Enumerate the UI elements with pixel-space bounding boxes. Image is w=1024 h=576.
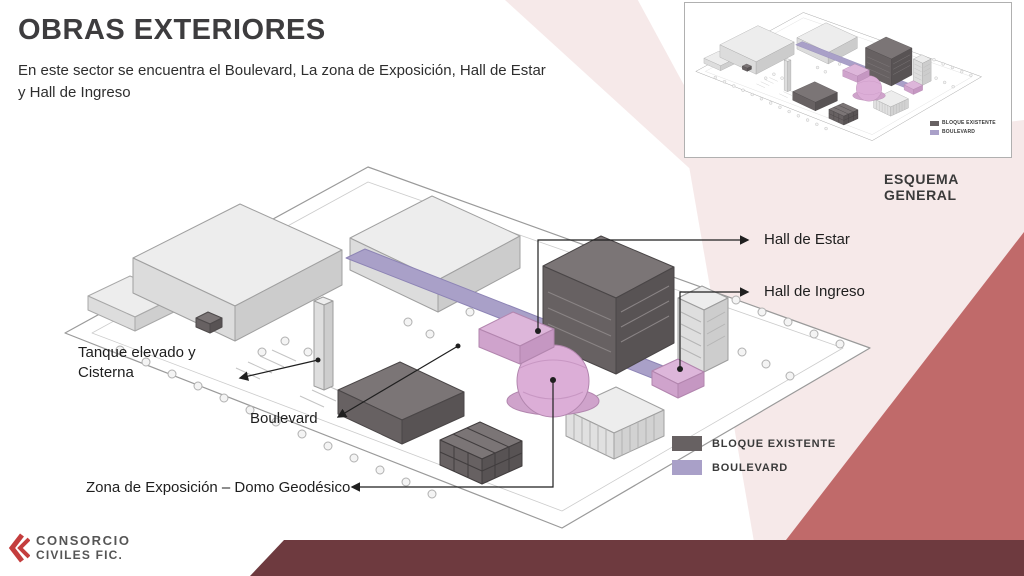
small-dark-block: [195, 311, 223, 334]
logo-line1: CONSORCIO: [36, 533, 131, 549]
leader-tanque: [238, 359, 319, 381]
inset-legend: BLOQUE EXISTENTE BOULEVARD: [930, 120, 996, 135]
water-tower: [313, 296, 334, 391]
trees: [115, 295, 845, 499]
site-plan: [64, 166, 871, 529]
hall-estar-block: [478, 311, 555, 365]
inset-legend-row: BOULEVARD: [930, 129, 996, 135]
leader-boulevard: [336, 345, 459, 418]
existing-block-swatch: [672, 436, 702, 451]
logo-line2: CIVILES FIC.: [36, 547, 124, 562]
leader-hall-ingreso: [679, 287, 750, 369]
legend-label-existing: BLOQUE EXISTENTE: [712, 437, 837, 450]
label-hall-de-estar: Hall de Estar: [764, 231, 850, 248]
label-hall-de-ingreso: Hall de Ingreso: [764, 283, 865, 300]
diagram-legend: BLOQUE EXISTENTE BOULEVARD: [672, 436, 836, 475]
page-subtitle: En este sector se encuentra el Boulevard…: [18, 62, 546, 101]
cube-cluster: [439, 421, 523, 485]
label-boulevard: Boulevard: [250, 410, 318, 427]
inset-caption: ESQUEMA GENERAL: [884, 171, 959, 203]
leader-lines: [238, 235, 750, 492]
legend-label-boulevard: BOULEVARD: [712, 461, 789, 474]
maroon-footer-bar: [250, 540, 1024, 576]
hall-ingreso-block: [651, 358, 705, 399]
label-zona-exposicion: Zona de Exposición – Domo Geodésico: [86, 479, 351, 496]
striped-building: [565, 386, 665, 460]
inset-existing-swatch: [930, 120, 939, 126]
dark-medium-block: [337, 361, 465, 445]
leader-dots: [315, 328, 683, 383]
inset-legend-label: BOULEVARD: [942, 129, 976, 135]
consorcio-logo: CONSORCIO CIVILES FIC.: [8, 533, 131, 563]
inset-legend-row: BLOQUE EXISTENTE: [930, 120, 996, 126]
tall-light-block: [677, 285, 729, 373]
inset-boulevard-swatch: [930, 129, 939, 135]
logo-chevron-icon: [8, 533, 30, 563]
label-tanque-elevado: Tanque elevado y Cisterna: [78, 344, 196, 381]
legend-row-boulevard: BOULEVARD: [672, 460, 836, 475]
inset-legend-label: BLOQUE EXISTENTE: [942, 120, 996, 126]
logo-text: CONSORCIO CIVILES FIC.: [36, 533, 131, 562]
leader-zona: [350, 380, 554, 492]
boulevard-swatch: [672, 460, 702, 475]
page-title: OBRAS EXTERIORES: [18, 14, 326, 46]
leader-hall-estar: [537, 235, 750, 331]
legend-row-existing: BLOQUE EXISTENTE: [672, 436, 836, 451]
